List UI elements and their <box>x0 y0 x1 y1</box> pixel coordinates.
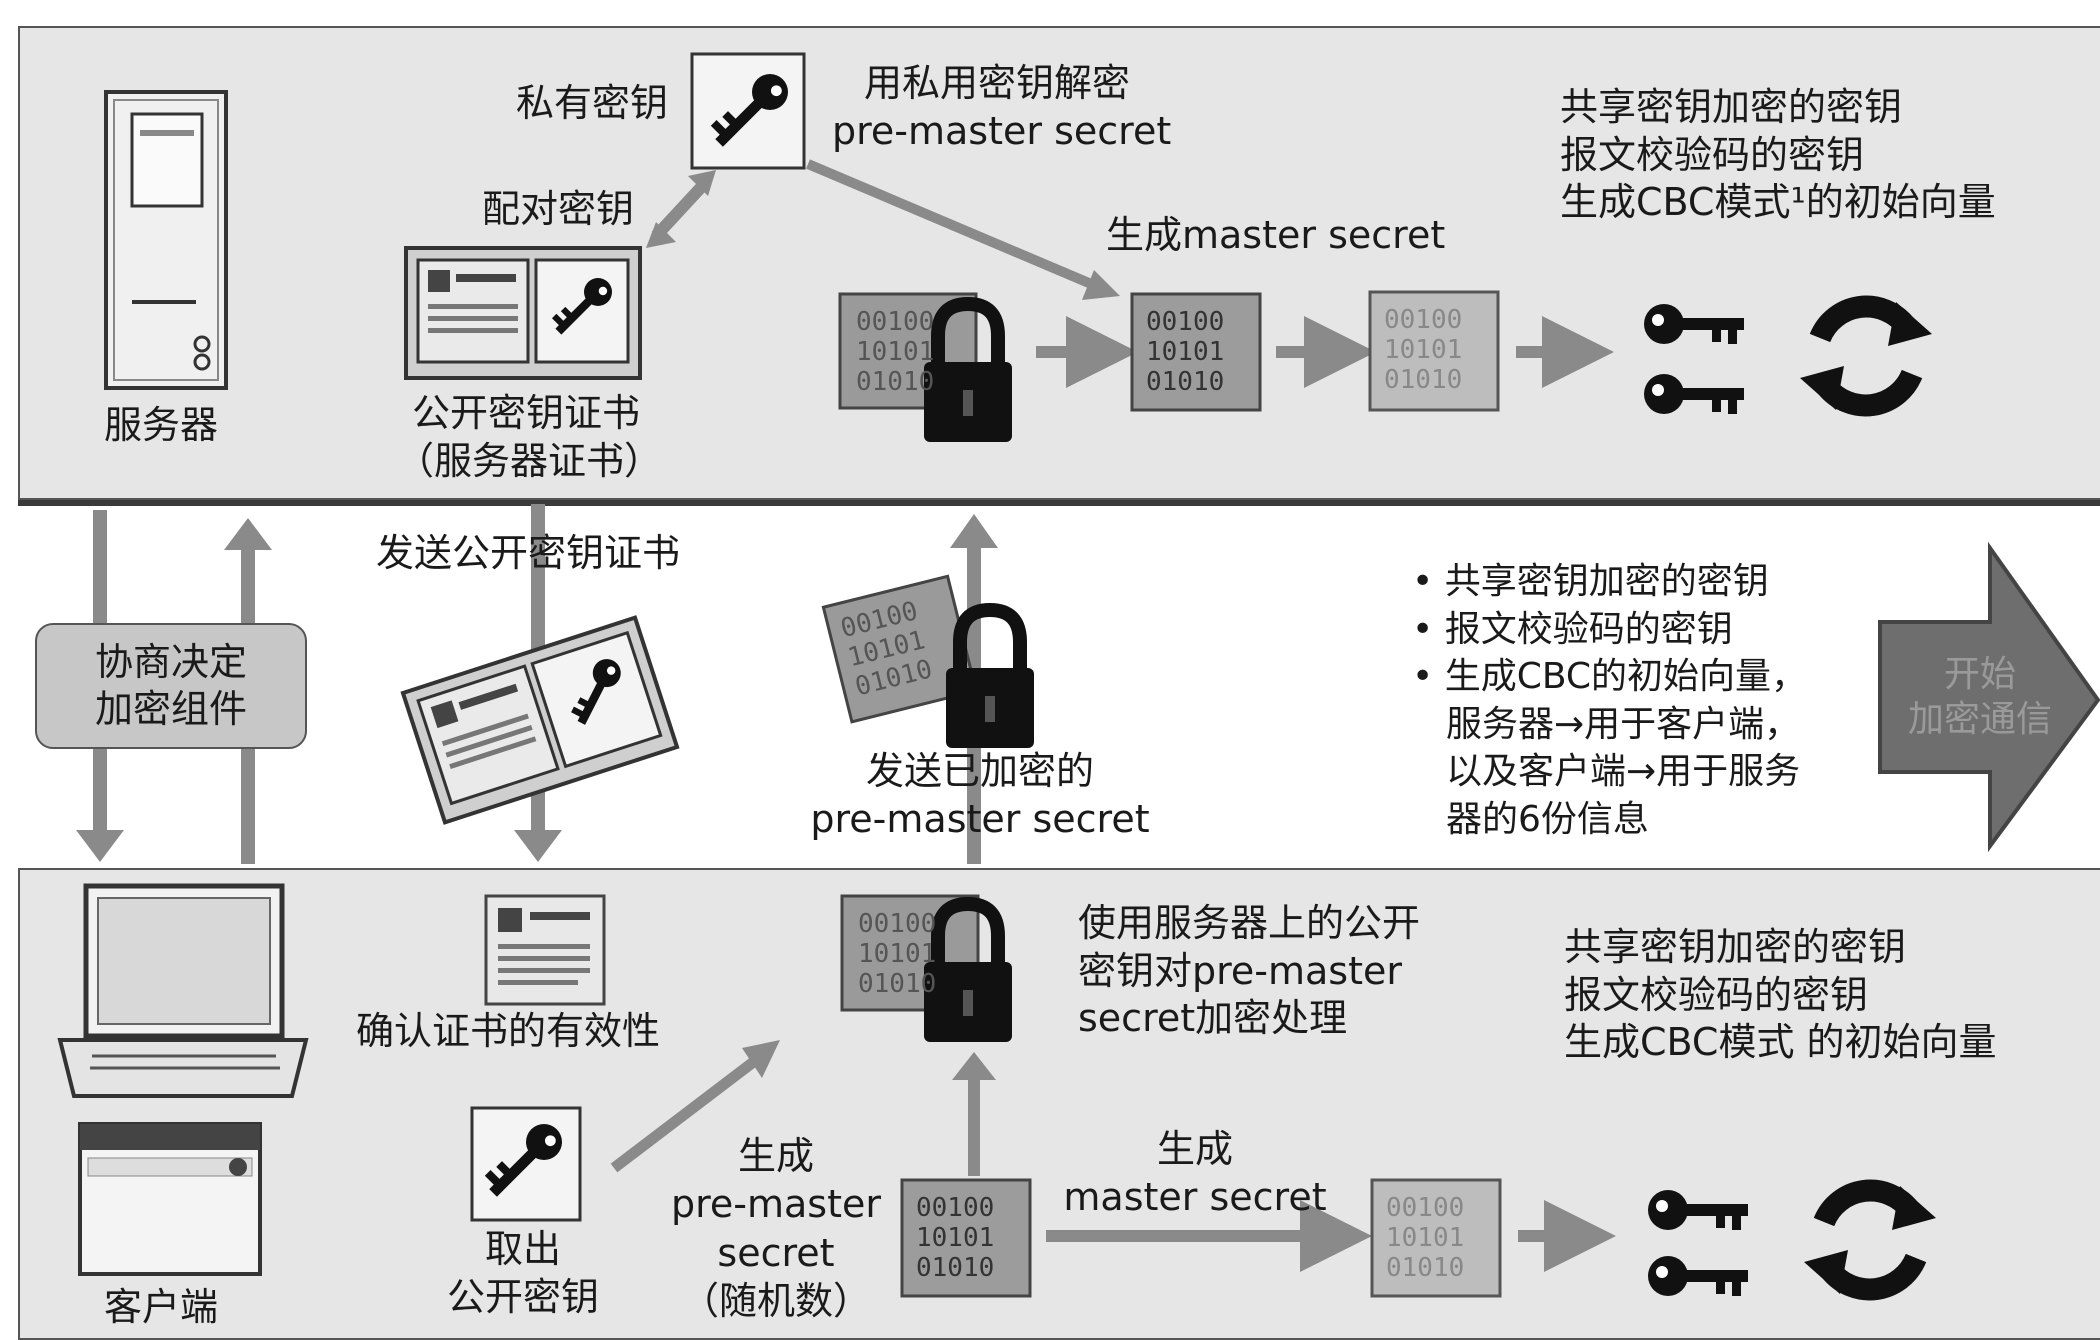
client-keys-line3: 生成CBC模式 的初始向量 <box>1564 1020 1997 1064</box>
decrypt-label: 用私用密钥解密 pre-master secret <box>832 60 1171 155</box>
send-encrypted-line2: pre-master secret <box>810 796 1150 841</box>
server-label: 服务器 <box>104 403 219 447</box>
key-info-item: • 共享密钥加密的密钥 <box>1412 561 1769 602</box>
encrypt-line2: 密钥对pre-master <box>1078 948 1403 993</box>
start-encryption-arrow <box>1878 541 2100 853</box>
sent-certificate-icon <box>400 615 680 825</box>
take-key-label: 取出 公开密钥 <box>430 1226 616 1321</box>
client-label: 客户端 <box>104 1285 219 1329</box>
public-key-icon <box>470 1106 582 1222</box>
svg-text:10101: 10101 <box>1386 1223 1464 1253</box>
svg-text:01010: 01010 <box>1146 367 1224 397</box>
take-key-line1: 取出 <box>484 1227 561 1271</box>
negotiate-line1: 协商决定 <box>94 639 247 684</box>
encrypt-line1: 使用服务器上的公开 <box>1078 901 1421 945</box>
send-cert-label: 发送公开密钥证书 <box>376 531 681 575</box>
svg-text:00100: 00100 <box>856 307 934 337</box>
key-info-list: • 共享密钥加密的密钥 • 报文校验码的密钥 • 生成CBC的初始向量， 服务器… <box>1412 558 1807 843</box>
encrypt-line3: secret加密处理 <box>1078 996 1348 1040</box>
decrypt-label-line1: 用私用密钥解密 <box>863 61 1130 105</box>
generate-master-client-line1: 生成 <box>1156 1127 1233 1171</box>
take-key-line2: 公开密钥 <box>446 1274 599 1319</box>
negotiate-line2: 加密组件 <box>94 687 247 731</box>
client-keys-line2: 报文校验码的密钥 <box>1564 972 1869 1017</box>
key-info-cont3: 器的6份信息 <box>1446 798 1649 840</box>
svg-text:00100: 00100 <box>858 909 936 939</box>
server-keys-line1: 共享密钥加密的密钥 <box>1560 85 1903 129</box>
generate-premaster-line4: （随机数） <box>680 1278 871 1323</box>
shared-keys-icon <box>1644 304 1744 414</box>
server-panel <box>18 26 2100 500</box>
generate-premaster-label: 生成 pre-master secret （随机数） <box>666 1132 886 1325</box>
generate-premaster-line2: pre-master <box>670 1182 881 1227</box>
premaster-secret-icon <box>1130 292 1262 412</box>
server-icon <box>104 90 228 390</box>
svg-text:01010: 01010 <box>1386 1253 1464 1283</box>
certificate-doc-icon <box>484 894 606 1006</box>
client-keys-list: 共享密钥加密的密钥 报文校验码的密钥 生成CBC模式 的初始向量 <box>1564 924 1997 1067</box>
client-master-secret-icon <box>1370 1178 1502 1298</box>
client-encrypted-premaster-icon <box>840 894 1012 1042</box>
svg-text:00100: 00100 <box>1146 307 1224 337</box>
encrypt-with-public-key-label: 使用服务器上的公开 密钥对pre-master secret加密处理 <box>1078 900 1420 1043</box>
certificate-label-line2: （服务器证书） <box>396 438 663 483</box>
laptop-icon <box>57 883 309 1098</box>
master-secret-icon <box>1368 290 1500 412</box>
private-key-icon <box>690 52 806 170</box>
svg-text:00100: 00100 <box>916 1193 994 1223</box>
key-info-item: • 报文校验码的密钥 <box>1412 608 1733 650</box>
server-keys-line3: 生成CBC模式¹的初始向量 <box>1560 180 1996 224</box>
svg-text:10101: 10101 <box>856 337 934 367</box>
client-premaster-icon <box>900 1178 1032 1298</box>
send-encrypted-label: 发送已加密的 pre-master secret <box>800 748 1160 843</box>
client-cycle-icon <box>1804 1186 1936 1294</box>
svg-text:10101: 10101 <box>1146 337 1224 367</box>
sent-encrypted-premaster-icon: 00100 10101 01010 <box>821 574 1034 748</box>
certificate-label: 公开密钥证书 （服务器证书） <box>396 390 662 485</box>
server-keys-line2: 报文校验码的密钥 <box>1560 132 1865 177</box>
server-keys-list: 共享密钥加密的密钥 报文校验码的密钥 生成CBC模式¹的初始向量 <box>1560 84 1996 227</box>
encrypted-premaster-icon <box>838 292 1012 442</box>
svg-text:00100: 00100 <box>1386 1193 1464 1223</box>
svg-text:01010: 01010 <box>858 969 936 999</box>
decrypt-label-line2: pre-master secret <box>832 108 1172 153</box>
svg-text:10101: 10101 <box>916 1223 994 1253</box>
generate-master-client-label: 生成 master secret <box>1060 1126 1330 1221</box>
svg-text:01010: 01010 <box>916 1253 994 1283</box>
certificate-icon <box>404 246 642 380</box>
negotiate-cipher-box: 协商决定 加密组件 <box>35 623 307 749</box>
generate-premaster-line3: secret <box>717 1230 835 1275</box>
start-encryption-line2: 加密通信 <box>1907 699 2052 740</box>
pair-arrow <box>651 177 711 241</box>
svg-text:01010: 01010 <box>1384 365 1462 395</box>
key-info-cont2: 以及客户端→用于服务 <box>1446 751 1801 793</box>
start-encryption-line1: 开始 <box>1943 654 2016 695</box>
start-encryption-label: 开始 加密通信 <box>1880 652 2080 742</box>
svg-text:01010: 01010 <box>856 367 934 397</box>
client-keys-line1: 共享密钥加密的密钥 <box>1564 925 1907 969</box>
paired-key-label: 配对密钥 <box>482 187 635 231</box>
private-key-label: 私有密钥 <box>516 81 669 125</box>
browser-window-icon <box>78 1122 262 1276</box>
generate-master-client-line2: master secret <box>1063 1174 1327 1219</box>
send-encrypted-line1: 发送已加密的 <box>865 749 1094 793</box>
certificate-label-line1: 公开密钥证书 <box>411 391 640 435</box>
client-panel <box>18 868 2100 1340</box>
key-info-cont1: 服务器→用于客户端， <box>1446 703 1801 745</box>
cycle-icon <box>1800 302 1932 410</box>
key-info-item: • 生成CBC的初始向量， <box>1412 656 1808 698</box>
generate-master-label: 生成master secret <box>1106 213 1446 257</box>
svg-text:00100: 00100 <box>1384 305 1462 335</box>
verify-cert-label: 确认证书的有效性 <box>356 1009 661 1053</box>
generate-premaster-line1: 生成 <box>737 1134 814 1178</box>
client-shared-keys-icon <box>1648 1190 1748 1296</box>
svg-text:10101: 10101 <box>1384 335 1462 365</box>
svg-text:10101: 10101 <box>858 939 936 969</box>
